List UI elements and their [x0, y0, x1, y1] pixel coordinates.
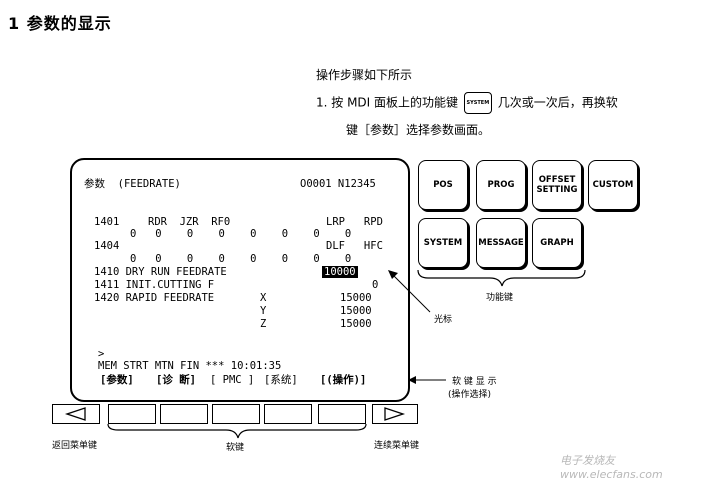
axis-x-value: 15000 [340, 292, 372, 304]
cursor-caption: 光标 [434, 315, 453, 325]
status-line: MEM STRT MTN FIN *** 10:01:35 [98, 360, 282, 372]
section-heading: 1 参数的显示 [8, 14, 112, 33]
pos-key[interactable]: POS [418, 160, 468, 210]
param-1404-bits-right: DLF HFC [326, 240, 383, 252]
axis-z-label: Z [260, 318, 267, 330]
continue-menu-key[interactable] [372, 404, 418, 424]
param-1401-bits: RDR JZR RF0 [148, 216, 231, 228]
axis-y-label: Y [260, 305, 267, 317]
param-1404-no: 1404 [94, 240, 120, 252]
function-keys-caption: 功能键 [486, 293, 514, 303]
custom-key[interactable]: CUSTOM [588, 160, 638, 210]
param-1411-value: 0 [372, 279, 379, 291]
step-1-part-a: 1. 按 MDI 面板上的功能键 [316, 95, 459, 110]
crt-screen [70, 158, 410, 402]
param-1420-label: 1420 RAPID FEEDRATE [94, 292, 215, 304]
soft-display-caption: 软 键 显 示 [452, 377, 497, 387]
soft-key-1[interactable] [108, 404, 156, 424]
soft-key-2[interactable] [160, 404, 208, 424]
step-1-part-b: 几次或一次后，再换软 [497, 95, 618, 110]
axis-z-value: 15000 [340, 318, 372, 330]
right-arrow-icon [384, 407, 406, 421]
softkey-label-system: [系统] [264, 374, 298, 386]
prog-key[interactable]: PROG [476, 160, 526, 210]
softkey-label-operation: [(操作)] [320, 374, 367, 386]
step-1-continuation: 键［参数］选择参数画面。 [346, 123, 491, 137]
param-1410-label: 1410 DRY RUN FEEDRATE [94, 266, 227, 278]
left-arrow-icon [64, 407, 86, 421]
softkey-label-diag: [诊 断] [156, 374, 196, 386]
softkey-label-params: [参数] [100, 374, 134, 386]
axis-y-value: 15000 [340, 305, 372, 317]
softkey-label-pmc: [ PMC ] [210, 374, 255, 386]
cursor-value[interactable]: 10000 [322, 266, 358, 279]
param-1411-label: 1411 INIT.CUTTING F [94, 279, 215, 291]
param-1401-bits-right: LRP RPD [326, 216, 383, 228]
param-1401-values: 0 0 0 0 0 0 0 0 [130, 228, 352, 240]
intro-text: 操作步骤如下所示 [316, 68, 413, 82]
soft-key-5[interactable] [318, 404, 366, 424]
continue-key-caption: 连续菜单键 [374, 441, 420, 451]
step-1-text: 1. 按 MDI 面板上的功能键 SYSTEM 几次或一次后，再换软 [316, 92, 618, 114]
soft-key-3[interactable] [212, 404, 260, 424]
param-1401-no: 1401 [94, 216, 120, 228]
system-key[interactable]: SYSTEM [418, 218, 468, 268]
message-key[interactable]: MESSAGE [476, 218, 526, 268]
input-prompt: > [98, 348, 105, 360]
axis-x-label: X [260, 292, 267, 304]
return-key-caption: 返回菜单键 [52, 441, 98, 451]
return-menu-key[interactable] [52, 404, 100, 424]
watermark: 电子发烧友 www.elecfans.com [560, 454, 663, 481]
param-1404-values: 0 0 0 0 0 0 0 0 [130, 253, 352, 265]
program-number: O0001 N12345 [300, 178, 376, 190]
system-key-icon: SYSTEM [463, 92, 492, 114]
soft-key-4[interactable] [264, 404, 312, 424]
screen-title: 参数 (FEEDRATE) [84, 178, 181, 190]
cursor-highlight: 10000 [322, 266, 358, 278]
offset-setting-key[interactable]: OFFSET SETTING [532, 160, 582, 210]
soft-display-subcaption: (操作选择) [448, 390, 492, 400]
soft-key-caption: 软键 [226, 443, 245, 453]
graph-key[interactable]: GRAPH [532, 218, 582, 268]
